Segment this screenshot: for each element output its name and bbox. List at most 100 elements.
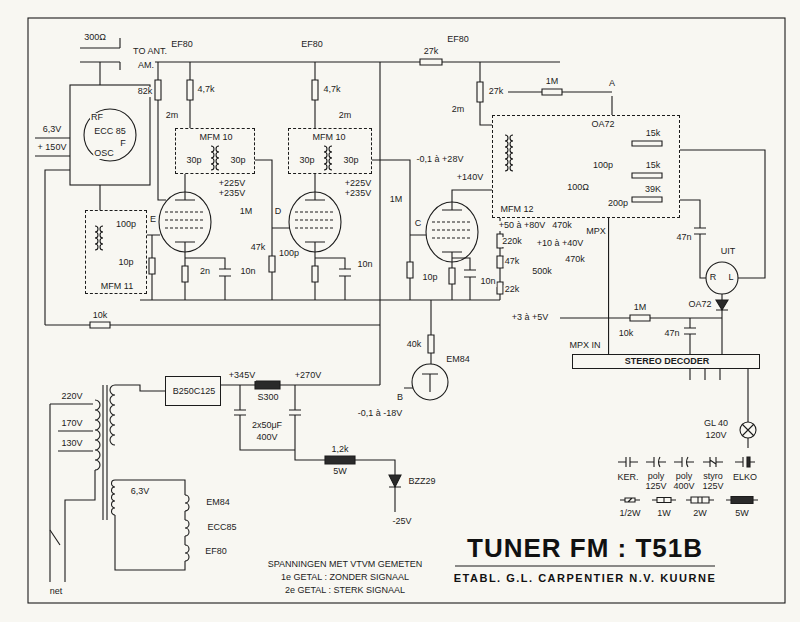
component-label: 470k <box>564 255 586 265</box>
diode-symbols <box>389 300 728 487</box>
legend-symbol <box>735 457 755 467</box>
pilot-lamp-cross <box>742 424 754 436</box>
node-text: MFM 12 <box>499 205 534 215</box>
component-label: -0,1 à -18V <box>357 409 404 419</box>
component-label: 1e GETAL : ZONDER SIGNAAL <box>280 573 410 583</box>
tube-envelope <box>159 192 211 252</box>
tube-envelope <box>84 109 136 161</box>
coil-symbols <box>95 135 513 250</box>
component-label: 470k <box>551 221 573 231</box>
legend-text: ELKO <box>729 473 761 483</box>
component-label: 1,2k <box>330 445 349 455</box>
legend-text: 5W <box>726 509 758 519</box>
component-label: MPX <box>585 227 607 237</box>
component-label: 40k <box>406 340 423 350</box>
frontend-unit <box>70 85 150 185</box>
component-label: EF80 <box>446 35 470 45</box>
component-label: 27k <box>488 87 505 97</box>
coil-can: MFM 1030p30p <box>288 128 372 174</box>
legend-text: 2W <box>684 509 716 519</box>
component-label: 2m <box>338 111 353 121</box>
component-label: 1M <box>239 207 254 217</box>
component-label: A <box>608 79 616 89</box>
node-text: 200p <box>607 199 629 209</box>
node-text: OA72 <box>590 120 615 130</box>
node-text: 100Ω <box>566 183 590 193</box>
legend-symbol <box>646 457 666 467</box>
component-label: EF80 <box>170 40 194 50</box>
node-text: 30p <box>229 156 246 166</box>
component-label: OA72 <box>687 300 712 310</box>
node-text: 100p <box>115 220 137 230</box>
component-label: 10k <box>92 311 109 321</box>
transformer-windings <box>95 385 115 515</box>
component-label: C <box>414 219 423 229</box>
legend-symbol <box>620 498 640 502</box>
component-label: 10n <box>479 277 496 287</box>
component-label: 170V <box>60 419 83 429</box>
component-label: 220k <box>501 237 523 247</box>
component-label: 10k <box>618 329 635 339</box>
component-label: EM84 <box>445 355 471 365</box>
component-label: 400V <box>255 433 278 443</box>
capacitor-symbols <box>219 228 706 415</box>
component-label: 47n <box>663 329 680 339</box>
component-label: +235V <box>344 189 372 199</box>
ratio-detector-can: MFM 12OA7215k15k100p100Ω39K200p <box>492 115 680 218</box>
component-label: -0,1 à +28V <box>416 155 465 165</box>
coil-can: MFM 1030p30p <box>175 128 255 174</box>
component-label: S300 <box>256 393 279 403</box>
component-label: 6,3V <box>42 125 63 135</box>
component-label: B <box>396 393 404 403</box>
component-label: R <box>709 273 718 283</box>
mains-switch <box>50 530 60 545</box>
legend-symbol <box>726 497 758 504</box>
component-label: 4,7k <box>196 85 215 95</box>
wire-connector <box>608 218 609 354</box>
component-label: 10n <box>356 260 373 270</box>
component-label: E <box>149 215 157 225</box>
node-text: MFM 11 <box>100 282 134 292</box>
component-label: +50 à +80V <box>498 221 547 231</box>
component-label: TO ANT. <box>132 47 168 57</box>
component-label: + 150V <box>37 143 68 153</box>
component-label: 47k <box>504 257 521 267</box>
component-label: 6,3V <box>130 487 151 497</box>
component-label: 82k <box>137 87 154 97</box>
component-label: +235V <box>218 189 246 199</box>
component-label: 1M <box>545 77 560 87</box>
component-label: GL 40 <box>703 419 729 429</box>
component-label: 47n <box>675 233 692 243</box>
node-text: STEREO DECODER <box>624 357 711 367</box>
component-label: net <box>49 587 64 597</box>
node-text: MFM 10 <box>311 133 346 143</box>
component-label: +345V <box>228 371 256 381</box>
legend-text: poly 400V <box>668 472 700 492</box>
component-label: SPANNINGEN MET VTVM GEMETEN <box>267 560 424 570</box>
component-label: 1M <box>633 303 648 313</box>
node-text: 100p <box>592 161 614 171</box>
component-label: 100p <box>278 249 300 259</box>
component-label: 2n <box>199 267 211 277</box>
stereo-decoder-module: STEREO DECODER <box>572 354 760 369</box>
node-text: 39K <box>644 185 662 195</box>
node-text: 30p <box>298 156 315 166</box>
node-text: 30p <box>185 156 202 166</box>
sheet-frame <box>28 18 785 603</box>
component-label: 4,7k <box>322 85 341 95</box>
component-label: 120V <box>704 431 727 441</box>
legend-symbol <box>652 498 676 503</box>
component-label: D <box>274 207 283 217</box>
component-label: 130V <box>60 439 83 449</box>
component-label: 2e GETAL : STERK SIGNAAL <box>284 586 406 596</box>
component-label: F <box>119 139 127 149</box>
component-label: +10 à +40V <box>536 239 585 249</box>
coil-can: 100p10pMFM 11 <box>85 210 147 294</box>
node-text: 15k <box>645 129 662 139</box>
component-label: 5W <box>332 467 348 477</box>
component-label: EF80 <box>204 547 228 557</box>
component-label: RF <box>90 113 104 123</box>
